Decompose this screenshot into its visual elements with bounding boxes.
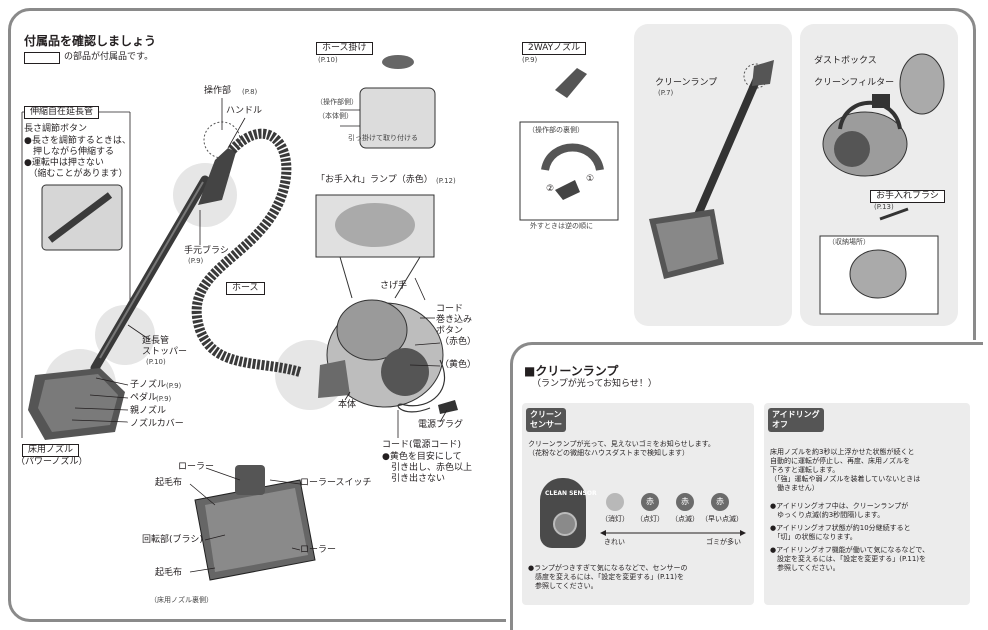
lamp-state-off xyxy=(606,493,624,511)
label-roller-switch: ローラースイッチ xyxy=(300,478,372,488)
label-parent-nozzle: 親ノズル xyxy=(130,406,167,416)
handle xyxy=(198,148,236,205)
clean-lamp-ref: (P.7) xyxy=(658,89,674,97)
idle-bullet-3: ●アイドリングオフ機能が働いて気になるなどで、 設定を変えるには、「設定を変更す… xyxy=(770,546,930,572)
label-handle: ハンドル xyxy=(226,106,263,116)
section-title: 付属品を確認しましょう xyxy=(24,34,157,48)
idle-off-badge: アイドリング オフ xyxy=(768,408,824,432)
label-body-side: （本体側） xyxy=(318,112,353,120)
lamp-state-on: 赤 xyxy=(641,493,659,511)
label-op-back: （操作部の裏側） xyxy=(528,126,584,134)
label-cord: コード(電源コード) xyxy=(382,440,462,450)
length-note-2: ●運転中は押さない （縮むことがあります） xyxy=(24,158,128,179)
label-power-nozzle: （パワーノズル） xyxy=(16,457,88,467)
label-roller-2: ローラー xyxy=(300,545,337,555)
label-nozzle-back: （床用ノズル裏側） xyxy=(150,596,213,604)
page-frame xyxy=(8,8,976,622)
label-main-body: 本体 xyxy=(338,400,357,410)
label-pipe-stopper: 延長管 ストッパー xyxy=(142,336,188,357)
scale-right: ゴミが多い xyxy=(706,538,741,546)
idle-off-panel xyxy=(764,403,970,605)
label-extension-pipe: 伸縮自在延長管 xyxy=(24,106,100,119)
two-way-ref: (P.9) xyxy=(522,56,538,64)
vacuum-illustration xyxy=(21,55,458,581)
clean-sensor-device-label: CLEAN SENSOR xyxy=(545,490,597,497)
label-remove-note: 外すときは逆の順に xyxy=(530,222,593,230)
lamp-state-fast-blink: 赤 xyxy=(711,493,729,511)
lamp-panel-title: ■クリーンランプ xyxy=(524,364,619,378)
scale-arrow xyxy=(600,530,746,536)
hose-hanger-icon xyxy=(382,55,414,69)
legend-note: の部品が付属品です。 xyxy=(64,52,154,62)
label-two-way-nozzle: 2WAYノズル xyxy=(522,42,587,55)
stick-pipe xyxy=(690,70,763,228)
label-length-button: 長さ調節ボタン xyxy=(24,124,88,134)
label-storage: （収納場所） xyxy=(828,238,870,246)
clean-sensor-text: クリーンランプが光って、見えないゴミをお知らせします。 （花粉などの微細なハウス… xyxy=(528,440,715,457)
care-brush-ref: (P.13) xyxy=(874,203,894,211)
dust-box-icon xyxy=(899,53,945,115)
label-pedal: ペダル xyxy=(130,393,158,403)
label-clean-filter: クリーンフィルター xyxy=(814,78,895,88)
label-op-side: （操作部側） xyxy=(316,98,358,106)
label-hose-hanger: ホース掛け xyxy=(316,42,373,55)
lamp-state-blink-caption: （点滅） xyxy=(671,515,699,523)
label-rotating-brush: 回転部(ブラシ) xyxy=(142,535,203,545)
step-1: ① xyxy=(586,174,595,184)
two-way-nozzle-icon xyxy=(555,68,587,98)
label-operation-part: 操作部 xyxy=(204,86,232,96)
label-hand-brush: 手元ブラシ xyxy=(184,246,229,256)
stick-illustration xyxy=(649,60,774,279)
idle-bullet-2: ●アイドリングオフ状態が約10分継続すると 「切」の状態になります。 xyxy=(770,524,911,541)
scale-left: きれい xyxy=(604,538,625,546)
label-hose: ホース xyxy=(226,282,265,295)
lamp-state-off-caption: （消灯） xyxy=(601,515,629,523)
clean-sensor-lens xyxy=(553,512,577,536)
label-cord-button: コード 巻き込み ボタン xyxy=(436,304,473,336)
lamp-state-blink: 赤 xyxy=(676,493,694,511)
label-yellow: （黄色） xyxy=(440,360,477,370)
idle-bullet-1: ●アイドリングオフ中は、クリーンランプが ゆっくり点滅(約3秒間隔)します。 xyxy=(770,502,909,519)
operation-part-ref: (P.8) xyxy=(242,88,258,96)
lamp-state-on-caption: （点灯） xyxy=(636,515,664,523)
lamp-state-fast-caption: （早い点滅） xyxy=(701,515,743,523)
label-floor-nozzle: 床用ノズル xyxy=(22,444,80,457)
care-brush-icon xyxy=(879,207,909,221)
clean-sensor-badge: クリーン センサー xyxy=(526,408,566,432)
label-red: （赤色） xyxy=(440,337,477,347)
length-note-1: ●長さを調節するときは、 押しながら伸縮する xyxy=(24,136,131,157)
label-roller: ローラー xyxy=(178,462,215,472)
label-plug: 電源プラグ xyxy=(418,420,464,430)
hose-hanger-inset xyxy=(359,87,436,149)
label-nozzle-cover: ノズルカバー xyxy=(130,419,184,429)
child-nozzle-ref: (P.9) xyxy=(166,382,182,390)
op-back-inset xyxy=(519,121,619,221)
label-raised-cloth: 起毛布 xyxy=(155,478,183,488)
care-lamp-ref: (P.12) xyxy=(436,177,456,185)
label-care-brush: お手入れブラシ xyxy=(870,190,945,203)
label-dust-box: ダストボックス xyxy=(814,56,877,66)
hand-brush-ref: (P.9) xyxy=(188,257,204,265)
two-way-nozzle-illustration xyxy=(519,68,619,221)
label-clean-lamp: クリーンランプ xyxy=(655,78,718,88)
canister-illustration xyxy=(819,53,945,315)
label-care-lamp: 「お手入れ」ランプ（赤色） xyxy=(316,175,433,185)
sensitivity-note: ●ランプがつきすぎて気になるなどで、センサーの 感度を変えるには、「設定を変更す… xyxy=(528,564,688,590)
hose xyxy=(191,128,302,377)
label-child-nozzle: 子ノズル xyxy=(130,380,167,390)
idle-off-text: 床用ノズルを約3秒以上浮かせた状態が続くと 自動的に運転が停止し、再度、床用ノズ… xyxy=(770,448,921,492)
lamp-panel-subtitle: （ランプが光ってお知らせ！） xyxy=(532,379,657,389)
hose-hanger-ref: (P.10) xyxy=(318,56,338,64)
cord-note: ●黄色を目安にして 引き出し、赤色以上 引き出さない xyxy=(382,452,473,484)
pedal-ref: (P.9) xyxy=(156,395,172,403)
power-cord xyxy=(397,359,446,413)
legend-box xyxy=(24,52,60,64)
label-hook-instruction: 引っ掛けて取り付ける xyxy=(348,134,418,142)
step-2: ② xyxy=(546,184,555,194)
pipe-stopper-ref: (P.10) xyxy=(146,358,166,366)
label-carry-handle: さげ手 xyxy=(380,281,408,291)
label-raised-cloth-2: 起毛布 xyxy=(155,568,183,578)
lamp-panel-frame xyxy=(510,342,983,630)
